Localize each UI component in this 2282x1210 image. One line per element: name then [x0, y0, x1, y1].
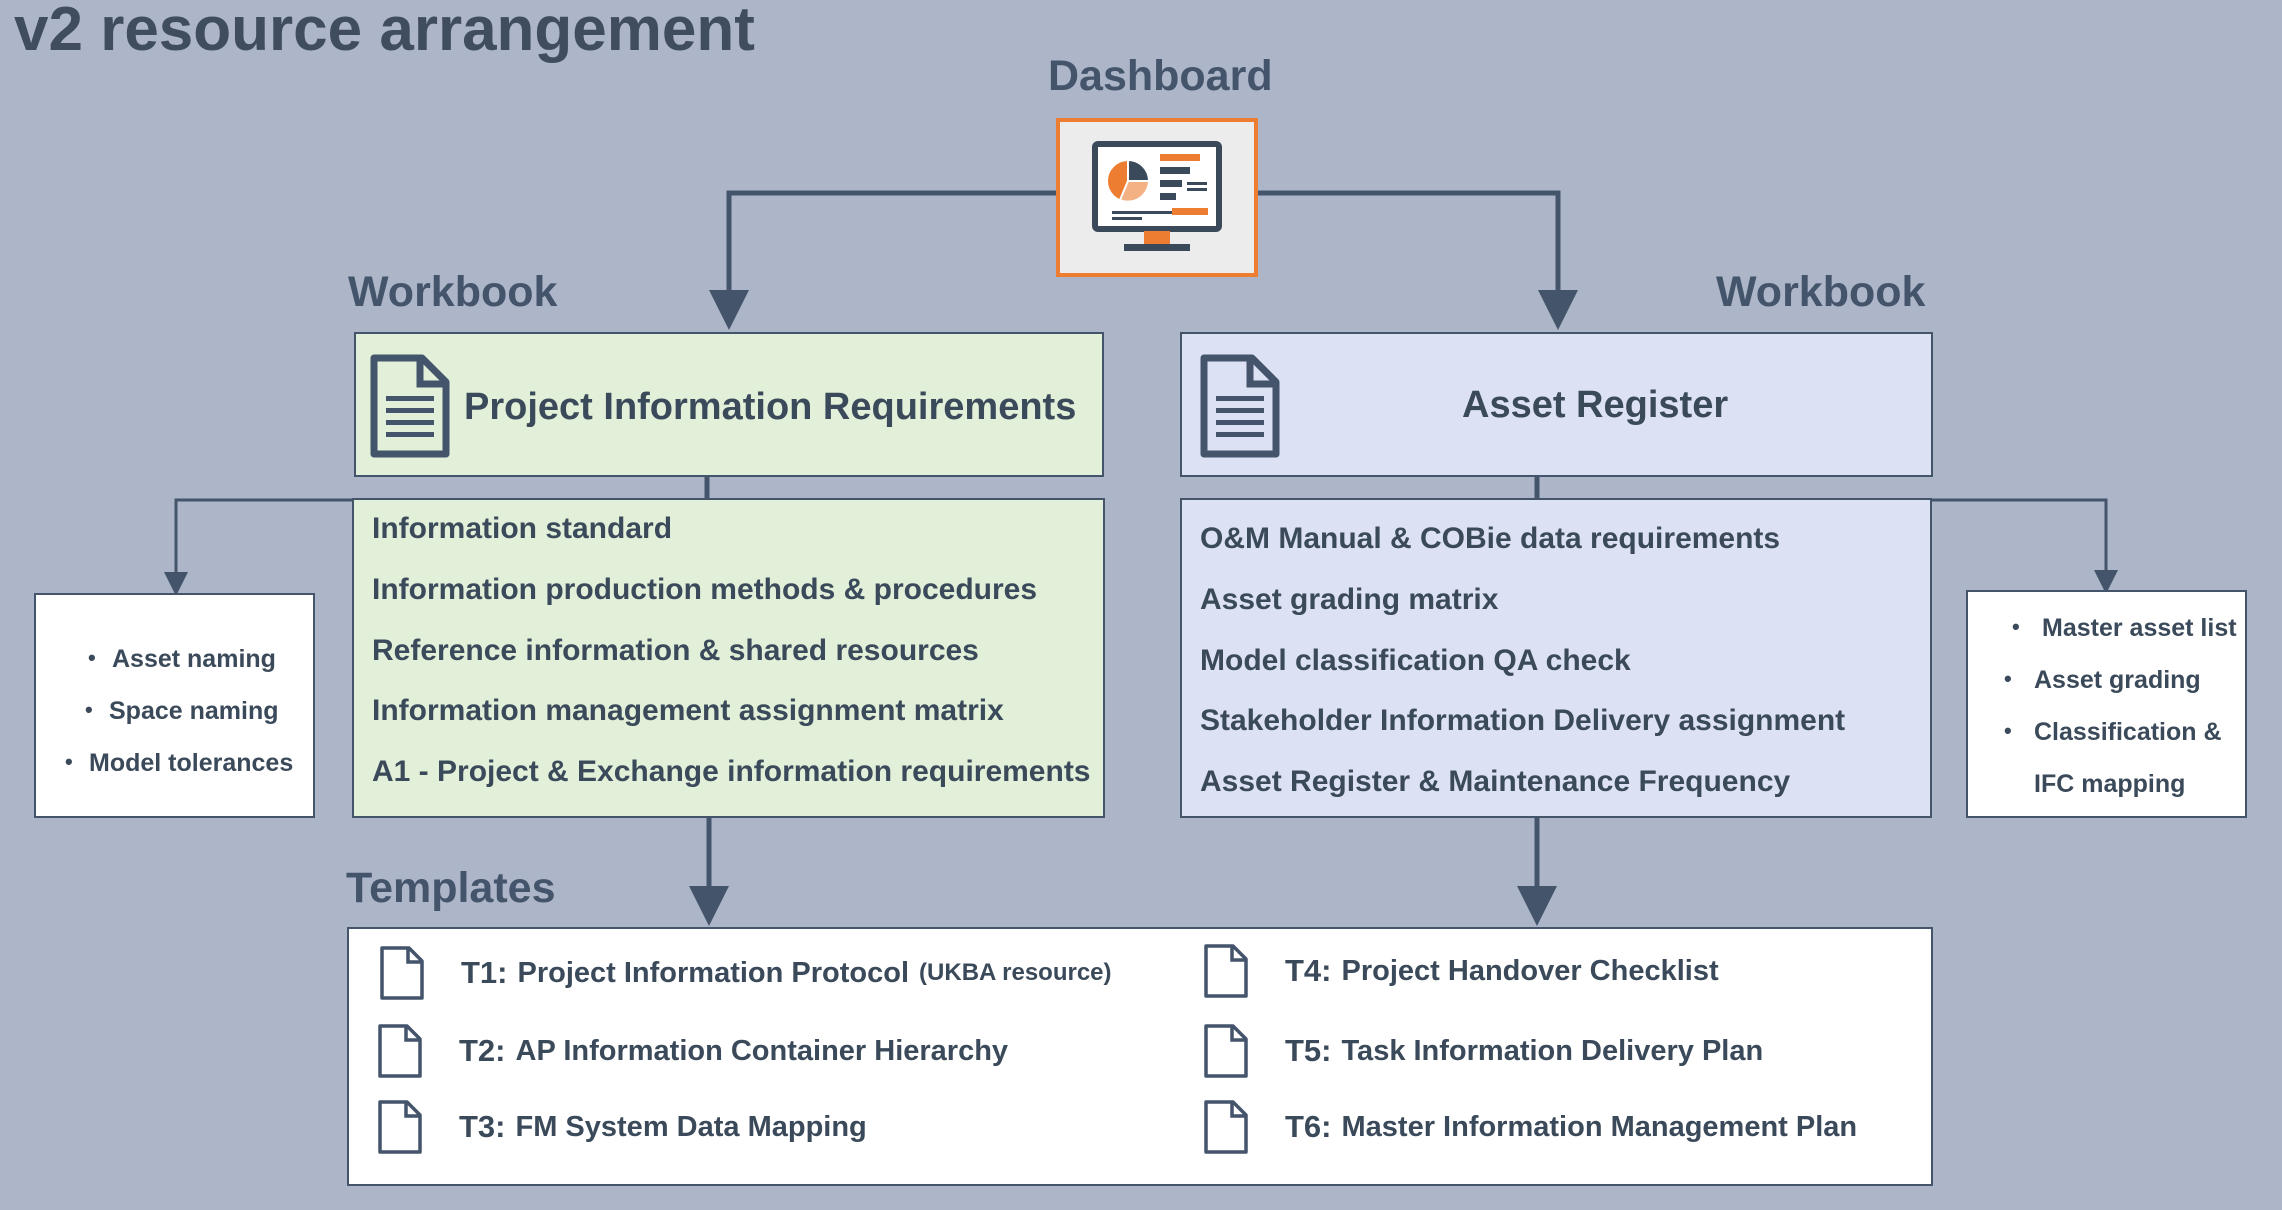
template-name: Task Information Delivery Plan: [1341, 1034, 1764, 1067]
dashboard-label: Dashboard: [1048, 52, 1273, 100]
template-code: T2:: [459, 1033, 506, 1068]
template-item-t4[interactable]: T4: Project Handover Checklist: [1203, 943, 1719, 999]
asset-register-card[interactable]: Asset Register: [1180, 332, 1933, 477]
left-side-list: • Asset naming • Space naming • Model toler…: [65, 645, 294, 801]
project-information-requirements-card[interactable]: Project Information Requirements: [354, 332, 1104, 477]
template-item-t3[interactable]: T3: FM System Data Mapping: [377, 1099, 867, 1155]
template-code: T3:: [459, 1109, 506, 1144]
bullet: •: [2004, 718, 2012, 743]
dashboard-to-right-connector: [1258, 190, 1578, 330]
template-code: T4:: [1285, 953, 1332, 988]
list-item[interactable]: Asset naming: [112, 645, 276, 673]
page-icon: [1204, 1100, 1248, 1154]
list-item[interactable]: Information standard: [372, 512, 673, 545]
template-name: Master Information Management Plan: [1341, 1110, 1858, 1143]
left-side-box: • Asset naming • Space naming • Model toler…: [34, 593, 315, 818]
list-item[interactable]: Information production methods & procedu…: [372, 573, 1038, 606]
list-item[interactable]: Asset grading matrix: [1200, 583, 1499, 616]
list-item[interactable]: Reference information & shared resources: [372, 634, 979, 667]
right-side-box: • Master asset list • Asset grading • Class…: [1966, 590, 2247, 818]
bullet: •: [2012, 614, 2020, 639]
bullet: •: [85, 697, 93, 722]
template-name: Project Information Protocol: [517, 956, 910, 989]
bullet: •: [88, 645, 96, 670]
page-icon: [1204, 944, 1248, 998]
template-name: FM System Data Mapping: [515, 1110, 867, 1143]
list-item[interactable]: Model tolerances: [89, 749, 294, 777]
monitor-chart-icon: [1092, 141, 1222, 251]
template-name: AP Information Container Hierarchy: [515, 1034, 1009, 1067]
templates-heading: Templates: [346, 864, 556, 912]
page-icon: [378, 1100, 422, 1154]
list-item[interactable]: Space naming: [109, 697, 279, 725]
dashboard-tile[interactable]: [1056, 118, 1258, 277]
right-side-list: • Master asset list • Asset grading • Class…: [1992, 614, 2237, 822]
list-item[interactable]: A1 - Project & Exchange information requ…: [372, 755, 1091, 788]
right-workbook-heading: Workbook: [1716, 268, 1926, 316]
list-item[interactable]: Asset Register & Maintenance Frequency: [1200, 765, 1791, 798]
list-item[interactable]: Information management assignment matrix: [372, 694, 1004, 727]
dashboard-to-left-connector: [709, 190, 1056, 330]
list-item[interactable]: Asset grading: [2034, 666, 2201, 694]
document-icon: [1200, 354, 1280, 458]
template-item-t6[interactable]: T6: Master Information Management Plan: [1203, 1099, 1857, 1155]
bullet: •: [65, 749, 73, 774]
template-item-t5[interactable]: T5: Task Information Delivery Plan: [1203, 1023, 1763, 1079]
project-information-requirements-title: Project Information Requirements: [464, 386, 1077, 428]
asset-register-list: O&M Manual & COBie data requirements Ass…: [1200, 522, 1845, 826]
list-item[interactable]: Classification &: [2034, 718, 2222, 746]
left-workbook-heading: Workbook: [348, 268, 558, 316]
template-code: T6:: [1285, 1109, 1332, 1144]
list-item[interactable]: Model classification QA check: [1200, 644, 1631, 677]
template-name: Project Handover Checklist: [1341, 954, 1719, 987]
page-icon: [1204, 1024, 1248, 1078]
list-item[interactable]: O&M Manual & COBie data requirements: [1200, 522, 1781, 555]
right-to-side-connector: [1931, 498, 2118, 594]
asset-register-list-box: O&M Manual & COBie data requirements Ass…: [1180, 498, 1932, 818]
template-code: T5:: [1285, 1033, 1332, 1068]
templates-box: T1: Project Information Protocol (UKBA r…: [347, 927, 1933, 1186]
page-title: v2 resource arrangement: [14, 0, 755, 64]
project-information-requirements-list: Information standard Information product…: [372, 512, 1091, 816]
page-icon: [378, 1024, 422, 1078]
template-note: (UKBA resource): [919, 959, 1112, 986]
list-item[interactable]: Stakeholder Information Delivery assignm…: [1200, 704, 1846, 737]
list-item[interactable]: Master asset list: [2042, 614, 2237, 642]
project-information-requirements-list-box: Information standard Information product…: [352, 498, 1105, 818]
list-item[interactable]: IFC mapping: [2034, 770, 2186, 798]
asset-register-title: Asset Register: [1462, 384, 1729, 426]
page-icon: [380, 946, 424, 1000]
template-item-t2[interactable]: T2: AP Information Container Hierarchy: [377, 1023, 1008, 1079]
template-item-t1[interactable]: T1: Project Information Protocol (UKBA r…: [379, 945, 1112, 1001]
bullet: •: [2004, 666, 2012, 691]
left-to-side-connector: [164, 498, 352, 596]
document-icon: [370, 354, 450, 458]
template-code: T1:: [461, 955, 508, 990]
